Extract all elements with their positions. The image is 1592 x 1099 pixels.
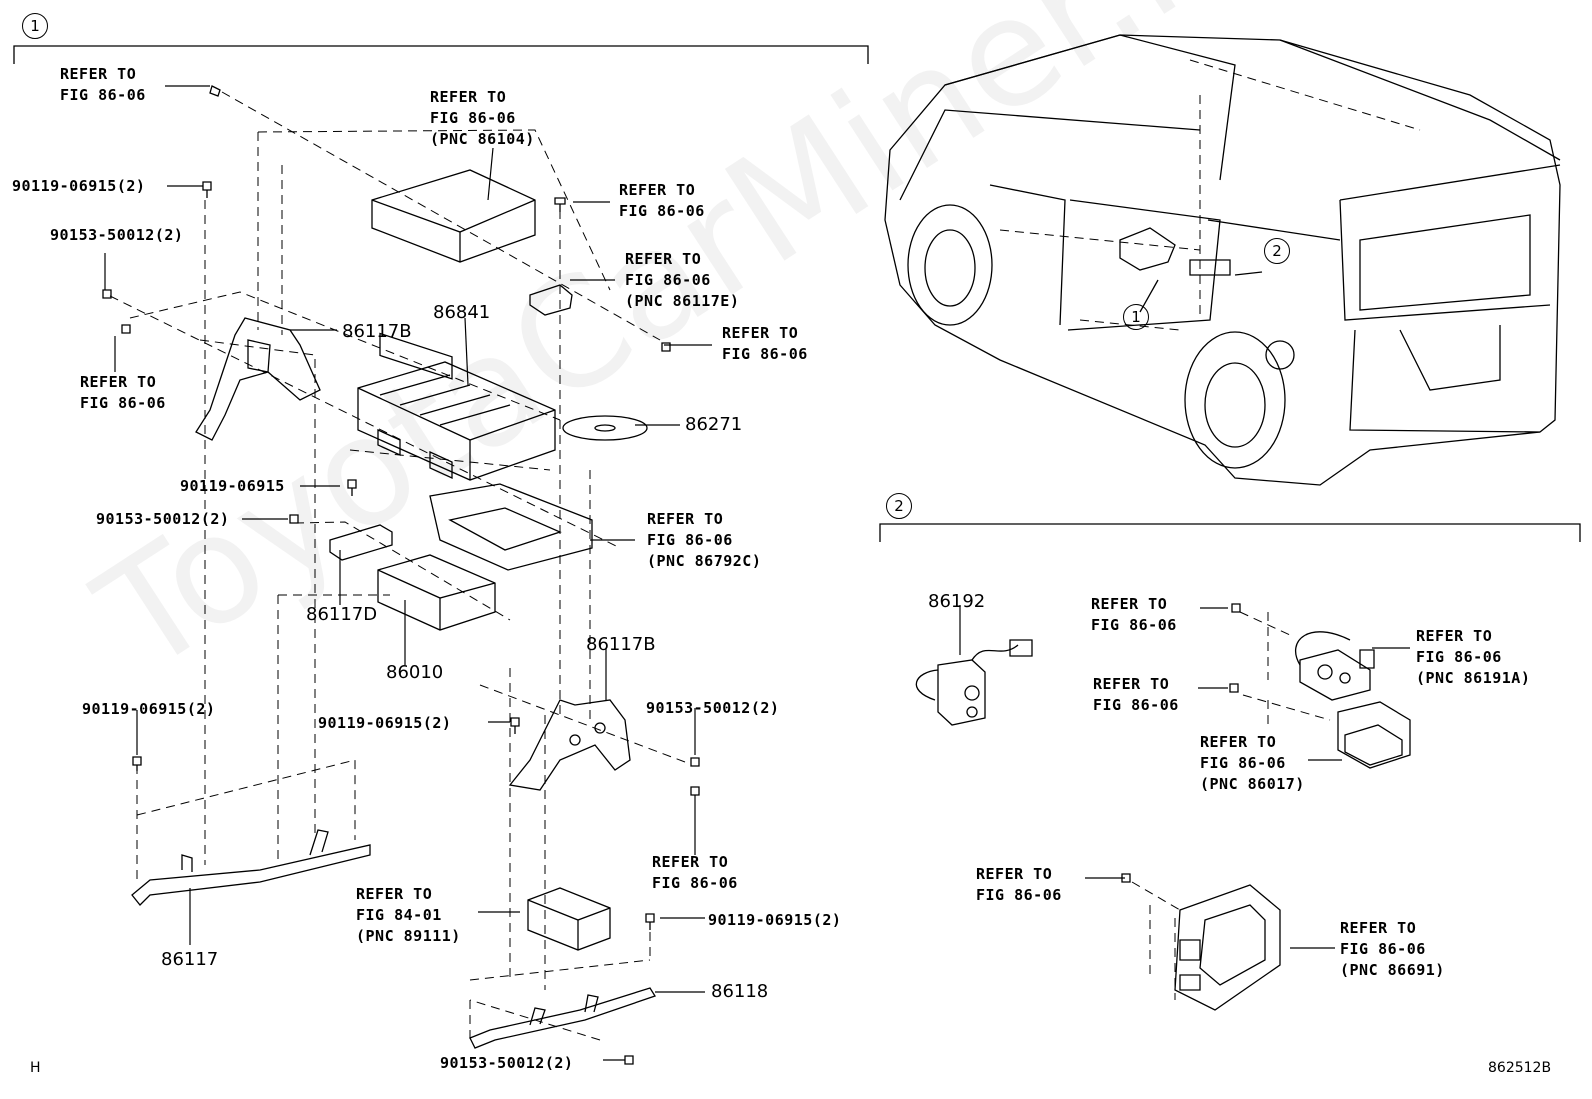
part-86792c-bracket-unit (429, 483, 593, 571)
refer-fig-86-06-label: REFER TO FIG 86-06 (1093, 675, 1179, 714)
bolt-90119-06915-label: 90119-06915 (180, 477, 285, 495)
vehicle-dashed-hidden-lines (999, 59, 1421, 331)
footer-left-code: H (30, 1060, 41, 1076)
part-86271-disc (562, 415, 648, 441)
part-86691-bracket (1174, 884, 1281, 1011)
part-86104-unit (371, 169, 536, 380)
part-89111-module (527, 887, 611, 951)
refer-pnc-86104-label: REFER TO FIG 86-06 (PNC 86104) (430, 88, 535, 148)
part-86117B-bracket-right (508, 699, 631, 791)
refer-pnc-86117e-label: REFER TO FIG 86-06 (PNC 86117E) (625, 250, 740, 310)
part-86192-switch (915, 639, 1033, 726)
part-number-86010: 86010 (386, 662, 444, 683)
refer-fig-86-06-label: REFER TO FIG 86-06 (619, 181, 705, 220)
part-86117D-bracket (329, 524, 393, 561)
part-86117E-clip (529, 284, 573, 316)
part-number-86117: 86117 (161, 949, 219, 970)
part-number-86117D: 86117D (306, 604, 378, 625)
leader-lines (104, 85, 1410, 1061)
refer-fig-86-06-label: REFER TO FIG 86-06 (60, 65, 146, 104)
part-number-86192: 86192 (928, 591, 986, 612)
figure-id: 862512B (1488, 1060, 1552, 1076)
part-86010-unit (377, 554, 496, 631)
vehicle-location-marker-1: 1 (1123, 304, 1149, 330)
part-86117B-bracket-left (195, 317, 321, 441)
bolt-90153-50012-label: 90153-50012(2) (440, 1054, 574, 1072)
part-86117-rail (131, 829, 371, 906)
vehicle-outline (884, 34, 1561, 486)
refer-pnc-86691-label: REFER TO FIG 86-06 (PNC 86691) (1340, 919, 1445, 979)
refer-fig-86-06-label: REFER TO FIG 86-06 (722, 324, 808, 363)
part-number-86117B: 86117B (586, 634, 656, 655)
section-1-frame (13, 45, 869, 64)
refer-pnc-89111-label: REFER TO FIG 84-01 (PNC 89111) (356, 885, 461, 945)
section-2-marker: 2 (886, 493, 912, 519)
refer-pnc-86191a-label: REFER TO FIG 86-06 (PNC 86191A) (1416, 627, 1531, 687)
vehicle-location-marker-2: 2 (1264, 238, 1290, 264)
part-86841-unit (357, 361, 556, 481)
part-86017-bezel (1337, 701, 1411, 769)
bolt-90153-50012-label: 90153-50012(2) (646, 699, 780, 717)
bolt-90153-50012-label: 90153-50012(2) (50, 226, 184, 244)
bolt-90153-50012-label: 90153-50012(2) (96, 510, 230, 528)
part-number-86271: 86271 (685, 414, 743, 435)
bolt-90119-06915-label: 90119-06915(2) (82, 700, 216, 718)
refer-pnc-86792c-label: REFER TO FIG 86-06 (PNC 86792C) (647, 510, 762, 570)
part-number-86117B: 86117B (342, 321, 412, 342)
bolt-90119-06915-label: 90119-06915(2) (318, 714, 452, 732)
part-86118-rail (469, 987, 656, 1049)
bolts (102, 85, 1241, 1065)
section-2-frame (879, 523, 1581, 542)
bolt-90119-06915-label: 90119-06915(2) (708, 911, 842, 929)
part-number-86118: 86118 (711, 981, 769, 1002)
part-number-86841: 86841 (433, 302, 491, 323)
bolt-90119-06915-label: 90119-06915(2) (12, 177, 146, 195)
refer-fig-86-06-label: REFER TO FIG 86-06 (1091, 595, 1177, 634)
section-1-marker: 1 (22, 13, 48, 39)
part-86191a-switch (1294, 631, 1375, 701)
refer-fig-86-06-label: REFER TO FIG 86-06 (976, 865, 1062, 904)
refer-fig-86-06-label: REFER TO FIG 86-06 (80, 373, 166, 412)
refer-fig-86-06-label: REFER TO FIG 86-06 (652, 853, 738, 892)
refer-pnc-86017-label: REFER TO FIG 86-06 (PNC 86017) (1200, 733, 1305, 793)
